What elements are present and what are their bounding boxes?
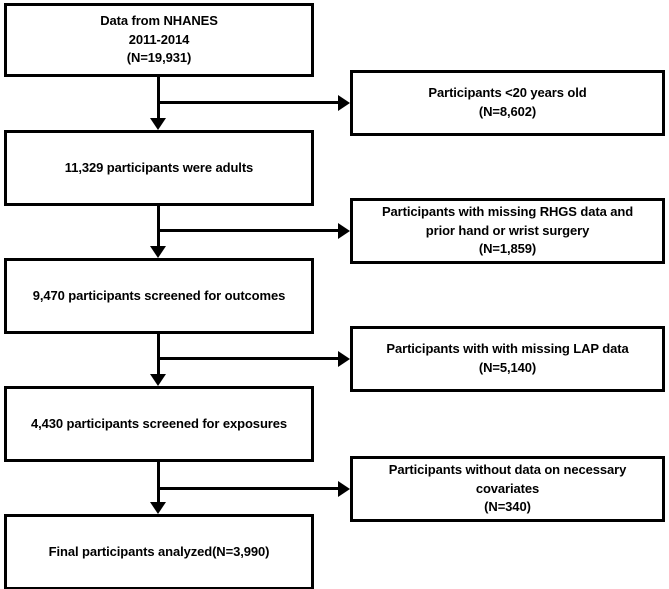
flow-node-adults: 11,329 participants were adults bbox=[4, 130, 314, 206]
arrowhead-down-to-final bbox=[150, 502, 166, 514]
connector-vertical-adults-to-outcomes bbox=[157, 206, 160, 250]
arrowhead-right-to-exclusion-lap bbox=[338, 351, 350, 367]
arrowhead-right-to-exclusion-age bbox=[338, 95, 350, 111]
exclusion-node-covariates: Participants without data on necessary c… bbox=[350, 456, 665, 522]
flow-node-screened-outcomes: 9,470 participants screened for outcomes bbox=[4, 258, 314, 334]
exclusion-node-label: Participants with missing RHGS data and … bbox=[381, 203, 634, 257]
connector-vertical-source-to-adults bbox=[157, 77, 160, 121]
exclusion-node-label: Participants without data on necessary c… bbox=[388, 461, 627, 515]
connector-horizontal-to-exclusion-rhgs bbox=[158, 229, 340, 232]
arrowhead-down-to-adults bbox=[150, 118, 166, 130]
connector-horizontal-to-exclusion-covariates bbox=[158, 487, 340, 490]
exclusion-node-label: Participants with with missing LAP data … bbox=[386, 341, 629, 375]
flow-node-screened-exposures: 4,430 participants screened for exposure… bbox=[4, 386, 314, 462]
flow-node-label: 9,470 participants screened for outcomes bbox=[32, 287, 286, 303]
exclusion-node-age: Participants <20 years old (N=8,602) bbox=[350, 70, 665, 136]
flow-node-label: Data from NHANES 2011-2014 (N=19,931) bbox=[100, 12, 218, 66]
arrowhead-down-to-exposures bbox=[150, 374, 166, 386]
exclusion-node-label: Participants <20 years old (N=8,602) bbox=[428, 85, 587, 119]
flow-node-label: 4,430 participants screened for exposure… bbox=[30, 415, 287, 431]
arrowhead-right-to-exclusion-covariates bbox=[338, 481, 350, 497]
connector-horizontal-to-exclusion-lap bbox=[158, 357, 340, 360]
arrowhead-down-to-outcomes bbox=[150, 246, 166, 258]
exclusion-node-lap: Participants with with missing LAP data … bbox=[350, 326, 665, 392]
exclusion-node-rhgs: Participants with missing RHGS data and … bbox=[350, 198, 665, 264]
connector-vertical-exposures-to-final bbox=[157, 462, 160, 506]
connector-vertical-outcomes-to-exposures bbox=[157, 334, 160, 378]
connector-horizontal-to-exclusion-age bbox=[158, 101, 340, 104]
flow-node-data-source: Data from NHANES 2011-2014 (N=19,931) bbox=[4, 3, 314, 77]
arrowhead-right-to-exclusion-rhgs bbox=[338, 223, 350, 239]
flow-node-final-analyzed: Final participants analyzed(N=3,990) bbox=[4, 514, 314, 589]
flow-node-label: Final participants analyzed(N=3,990) bbox=[48, 543, 270, 559]
flow-node-label: 11,329 participants were adults bbox=[64, 159, 254, 175]
